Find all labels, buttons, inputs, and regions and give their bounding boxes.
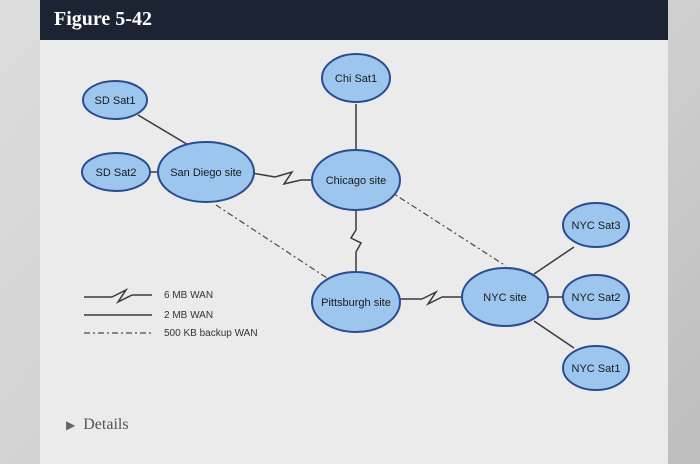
node-pittsburgh-site: Pittsburgh site xyxy=(311,271,401,333)
legend: 6 MB WAN 2 MB WAN 500 KB backup WAN xyxy=(84,288,258,339)
link-nyc-nycsat1 xyxy=(533,320,575,349)
node-chicago-label: Chicago site xyxy=(326,175,387,187)
legend-backup-wan: 500 KB backup WAN xyxy=(84,328,258,339)
figure-panel xyxy=(40,40,668,464)
legend-backup-label: 500 KB backup WAN xyxy=(164,328,258,339)
node-sd-sat2: SD Sat2 xyxy=(81,152,151,192)
details-label: Details xyxy=(83,416,129,433)
network-diagram: SD Sat1 SD Sat2 San Diego site Chi Sat1 … xyxy=(81,53,630,391)
node-nyc-sat2-label: NYC Sat2 xyxy=(572,292,621,304)
node-sd-sat2-label: SD Sat2 xyxy=(96,167,137,179)
node-nyc-sat2: NYC Sat2 xyxy=(562,274,630,320)
figure-header: Figure 5-42 xyxy=(40,0,668,40)
node-nyc-site: NYC site xyxy=(461,267,549,327)
node-nyc-sat3-label: NYC Sat3 xyxy=(572,220,621,232)
legend-6mb-label: 6 MB WAN xyxy=(164,290,213,301)
node-san-diego-label: San Diego site xyxy=(170,167,242,179)
wan-6mb-symbol-sd-chi xyxy=(274,170,302,186)
node-chicago-site: Chicago site xyxy=(311,149,401,211)
node-nyc-sat1: NYC Sat1 xyxy=(562,345,630,391)
figure-title: Figure 5-42 xyxy=(54,8,152,30)
wan-6mb-symbol-chi-pitt xyxy=(349,229,363,253)
node-pittsburgh-label: Pittsburgh site xyxy=(321,297,391,309)
node-nyc-label: NYC site xyxy=(483,292,526,304)
legend-2mb-wan: 2 MB WAN xyxy=(84,310,213,321)
node-sd-sat1-label: SD Sat1 xyxy=(95,95,136,107)
details-toggle[interactable]: ▶ Details xyxy=(66,416,129,434)
link-nyc-nycsat3 xyxy=(533,246,575,275)
legend-2mb-label: 2 MB WAN xyxy=(164,310,213,321)
node-nyc-sat3: NYC Sat3 xyxy=(562,202,630,248)
node-chi-sat1: Chi Sat1 xyxy=(321,53,391,103)
node-nyc-sat1-label: NYC Sat1 xyxy=(572,363,621,375)
legend-6mb-wan: 6 MB WAN xyxy=(84,288,213,304)
node-sd-sat1: SD Sat1 xyxy=(82,80,148,120)
backup-wan-chicago-nyc xyxy=(387,189,507,267)
backup-wan-sandiego-pitt xyxy=(215,204,331,281)
node-chi-sat1-label: Chi Sat1 xyxy=(335,73,377,85)
caret-right-icon: ▶ xyxy=(66,417,76,432)
node-san-diego-site: San Diego site xyxy=(157,141,255,203)
wan-6mb-symbol-pitt-nyc xyxy=(421,290,443,306)
